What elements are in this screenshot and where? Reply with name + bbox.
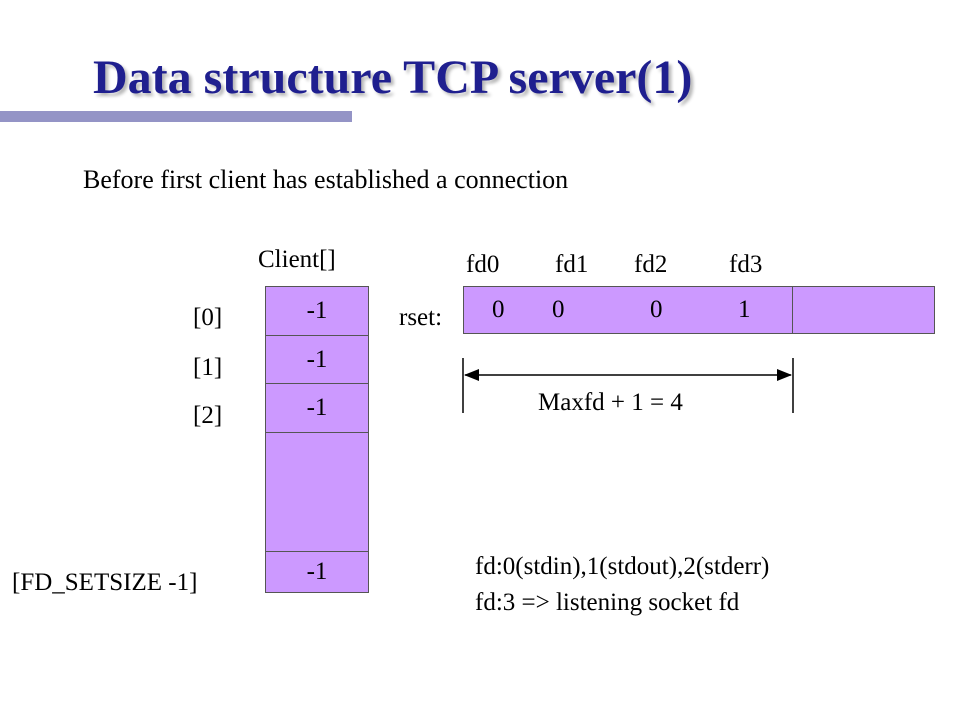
rset-label: rset: bbox=[399, 304, 443, 331]
note-std-fds: fd:0(stdin),1(stdout),2(stderr) bbox=[475, 553, 770, 580]
rset-bit-0: 0 bbox=[492, 296, 505, 323]
client-index-2: [2] bbox=[193, 402, 223, 429]
decorative-block bbox=[0, 12, 58, 102]
client-cell-last: -1 bbox=[265, 551, 369, 593]
client-index-last: [FD_SETSIZE -1] bbox=[12, 569, 198, 596]
fd-label-2: fd2 bbox=[634, 251, 668, 278]
client-cell-1: -1 bbox=[265, 335, 369, 384]
client-index-1: [1] bbox=[193, 354, 223, 381]
maxfd-dimension-arrow bbox=[462, 358, 794, 413]
rset-bit-2: 0 bbox=[650, 296, 663, 323]
maxfd-label: Maxfd + 1 = 4 bbox=[538, 389, 683, 416]
client-cell-value: -1 bbox=[306, 558, 328, 585]
rset-bitmap: 0 0 0 1 bbox=[463, 286, 935, 334]
rset-divider bbox=[792, 287, 793, 333]
fd-label-3: fd3 bbox=[729, 251, 763, 278]
slide-subtitle: Before first client has established a co… bbox=[83, 165, 569, 194]
title-accent-bar bbox=[0, 111, 352, 122]
client-cell-0: -1 bbox=[265, 286, 369, 336]
rset-bit-1: 0 bbox=[552, 296, 565, 323]
client-cell-gap bbox=[265, 432, 369, 552]
client-cell-value: -1 bbox=[306, 394, 328, 421]
note-listening-fd: fd:3 => listening socket fd bbox=[475, 589, 740, 616]
rset-bit-3: 1 bbox=[738, 296, 751, 323]
slide-title: Data structure TCP server(1) bbox=[93, 51, 693, 104]
client-cell-2: -1 bbox=[265, 383, 369, 433]
fd-label-0: fd0 bbox=[466, 251, 500, 278]
client-index-0: [0] bbox=[193, 304, 223, 331]
client-cell-value: -1 bbox=[306, 297, 328, 324]
client-array: -1 -1 -1 -1 bbox=[265, 286, 369, 593]
client-array-label: Client[] bbox=[258, 246, 336, 273]
fd-label-1: fd1 bbox=[555, 251, 589, 278]
client-cell-value: -1 bbox=[306, 345, 328, 373]
